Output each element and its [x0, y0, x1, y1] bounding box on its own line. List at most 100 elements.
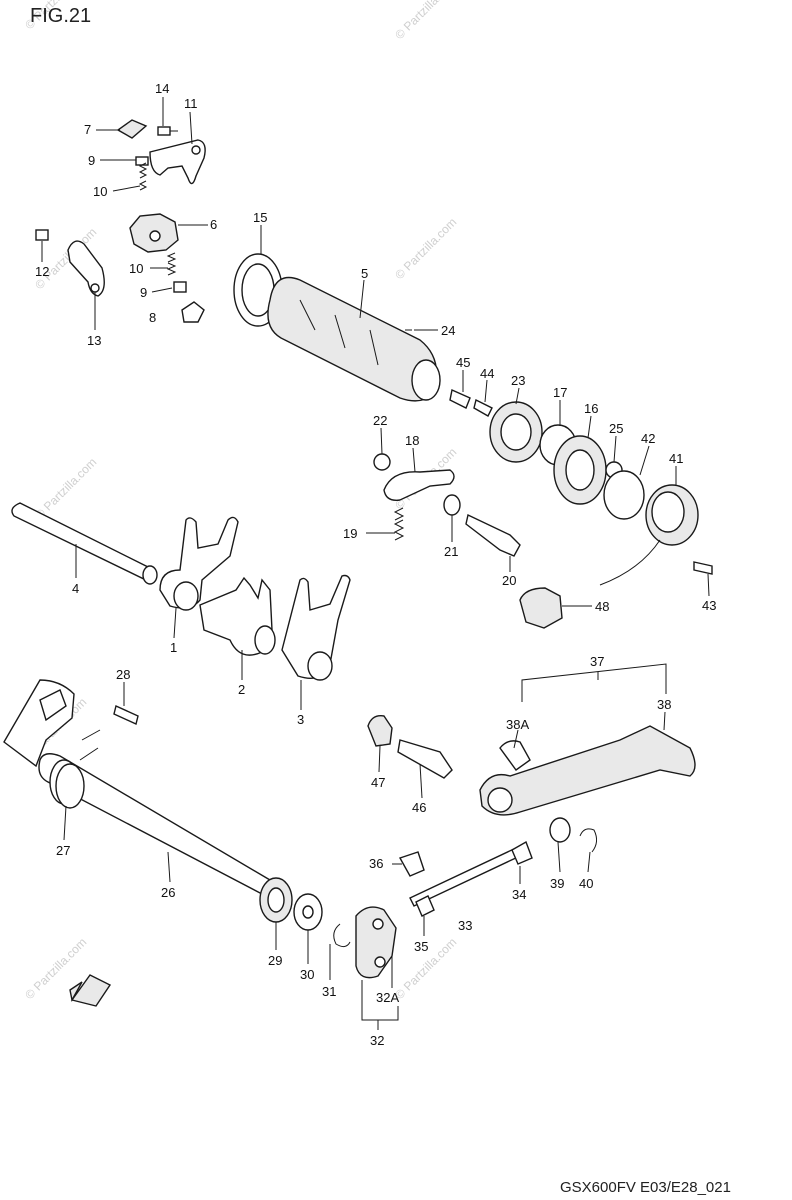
arm-hole	[90, 283, 100, 293]
callout-28: 28	[116, 667, 130, 682]
callout-12: 12	[35, 264, 49, 279]
callout-38A: 38A	[506, 717, 529, 732]
callout-23: 23	[511, 373, 525, 388]
callout-37: 37	[590, 654, 604, 669]
callout-32A: 32A	[376, 990, 399, 1005]
clip	[181, 301, 205, 323]
circlip	[373, 453, 391, 471]
callout-8: 8	[149, 310, 156, 325]
callout-2: 2	[238, 682, 245, 697]
spacer	[449, 389, 471, 409]
plate-hole	[191, 145, 201, 155]
callout-6: 6	[210, 217, 217, 232]
parts-layer	[3, 119, 713, 1007]
callout-16: 16	[584, 401, 598, 416]
callout-34: 34	[512, 887, 526, 902]
callout-21: 21	[444, 544, 458, 559]
callout-22: 22	[373, 413, 387, 428]
callout-47: 47	[371, 775, 385, 790]
figure-title: FIG.21	[30, 5, 91, 27]
bolt	[35, 229, 49, 241]
bolt	[397, 739, 453, 779]
callout-26: 26	[161, 885, 175, 900]
callout-41: 41	[669, 451, 683, 466]
screw	[693, 561, 713, 575]
callout-17: 17	[553, 385, 567, 400]
cover	[519, 587, 563, 629]
callout-1: 1	[170, 640, 177, 655]
callout-29: 29	[268, 953, 282, 968]
callout-4: 4	[72, 581, 79, 596]
callout-35: 35	[414, 939, 428, 954]
callout-39: 39	[550, 876, 564, 891]
o-ring	[603, 470, 645, 520]
gearshift-lever	[355, 906, 397, 979]
spring	[393, 507, 405, 541]
bolt	[113, 705, 139, 725]
bolt	[157, 126, 171, 136]
shift-arm-bolt	[465, 513, 521, 557]
callout-36: 36	[369, 856, 383, 871]
gearshift-cam	[267, 276, 438, 402]
cap	[116, 119, 148, 139]
lever-boss	[499, 740, 531, 771]
callout-9: 9	[88, 153, 95, 168]
callout-46: 46	[412, 800, 426, 815]
spring	[166, 252, 177, 276]
shift-fork-2	[199, 576, 273, 656]
washer	[549, 817, 571, 843]
callout-31: 31	[322, 984, 336, 999]
callout-40: 40	[579, 876, 593, 891]
stopper-plate	[149, 139, 206, 185]
gearshift-pedal	[479, 725, 696, 816]
callout-48: 48	[595, 599, 609, 614]
callout-42: 42	[641, 431, 655, 446]
callout-10: 10	[129, 261, 143, 276]
gearshift-arm	[3, 679, 75, 768]
pin	[173, 281, 187, 293]
spring	[138, 162, 148, 191]
callout-30: 30	[300, 967, 314, 982]
cam-hub	[149, 230, 161, 242]
callout-labels: 14 11 7 9 10 6 12 10 9 8 13 15 5 24 45 4…	[35, 81, 716, 1048]
watermark-layer: © Partzilla.com © Partzilla.com © Partzi…	[22, 0, 459, 1002]
pawl-lifter	[383, 469, 455, 501]
bush	[367, 715, 393, 747]
callout-38: 38	[657, 697, 671, 712]
bolt	[398, 851, 425, 877]
callout-10: 10	[93, 184, 107, 199]
callout-14: 14	[155, 81, 169, 96]
callout-25: 25	[609, 421, 623, 436]
callout-33: 33	[458, 918, 472, 933]
callout-27: 27	[56, 843, 70, 858]
washer	[443, 494, 461, 516]
callout-11: 11	[184, 96, 198, 111]
callout-3: 3	[297, 712, 304, 727]
callout-13: 13	[87, 333, 101, 348]
watermark: © Partzilla.com	[392, 215, 459, 282]
callout-43: 43	[702, 598, 716, 613]
watermark: © Partzilla.com	[32, 455, 99, 522]
leader-lines	[41, 97, 710, 1030]
callout-44: 44	[480, 366, 494, 381]
pin	[473, 398, 493, 417]
callout-18: 18	[405, 433, 419, 448]
stopper-arm	[67, 240, 105, 297]
callout-9: 9	[140, 285, 147, 300]
switch-wire	[599, 539, 661, 586]
callout-24: 24	[441, 323, 455, 338]
callout-7: 7	[84, 122, 91, 137]
callout-45: 45	[456, 355, 470, 370]
callout-5: 5	[361, 266, 368, 281]
rod-joint	[511, 840, 533, 865]
fork-shaft	[11, 502, 155, 583]
figure-code: GSX600FV E03/E28_021	[560, 1179, 731, 1196]
watermark: © Partzilla.com	[392, 0, 459, 42]
circlip	[333, 923, 351, 948]
nut	[415, 895, 435, 917]
callout-32: 32	[370, 1033, 384, 1048]
callout-15: 15	[253, 210, 267, 225]
callout-20: 20	[502, 573, 516, 588]
pin	[135, 156, 149, 166]
